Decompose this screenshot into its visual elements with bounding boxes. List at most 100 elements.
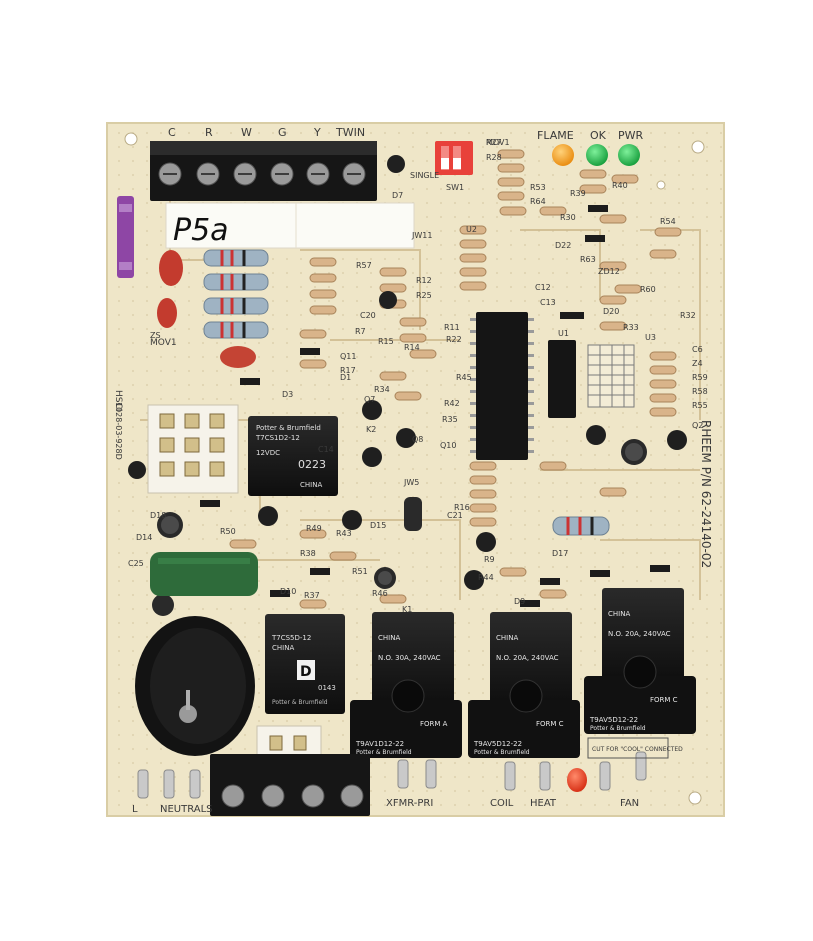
component-designator: Q8	[412, 435, 423, 444]
component-designator: Q11	[340, 352, 356, 361]
relay-k1-model: T7CS1D2-12	[255, 434, 300, 442]
component-designator: U1	[558, 329, 569, 338]
relay-k1-origin: CHINA	[300, 481, 322, 489]
relay-heat-origin: CHINA	[378, 634, 400, 642]
hsci-label: HSCI	[113, 390, 123, 411]
component-designator: C13	[540, 298, 556, 307]
led-label-ok: OK	[590, 129, 607, 142]
component-designator: C12	[535, 283, 551, 292]
status-leds	[552, 144, 640, 166]
dip-label: SINGLE	[410, 171, 439, 180]
line-terminal-block	[210, 754, 370, 816]
component-designator: R25	[416, 291, 432, 300]
component-designator: ZD12	[598, 267, 620, 276]
bottom-label-neutrals: NEUTRALS	[160, 804, 213, 815]
relay-fan-model: T9AV5D12-22	[589, 716, 638, 724]
component-designator: R43	[336, 529, 352, 538]
dip-sw-label: SW1	[446, 183, 464, 192]
component-designator: R44	[478, 573, 494, 582]
component-designator: R49	[306, 524, 322, 533]
board-code-label: 1028-03-928D	[114, 402, 123, 460]
relay-k1-rating: 12VDC	[256, 449, 280, 457]
relay-fan-brand: Potter & Brumfield	[590, 725, 646, 732]
component-designator: R17	[340, 366, 356, 375]
component-designator: R39	[570, 189, 586, 198]
component-designator: R54	[660, 217, 676, 226]
terminal-label-c: C	[168, 126, 176, 139]
terminal-label-w: W	[241, 126, 252, 139]
component-designator: R27	[486, 138, 502, 147]
component-designator: R9	[484, 555, 495, 564]
component-designator: R22	[446, 335, 462, 344]
component-designator: D17	[552, 549, 568, 558]
diodes	[200, 205, 670, 607]
relay-cool	[468, 612, 580, 758]
transistors	[258, 400, 687, 590]
component-designator: D3	[282, 390, 293, 399]
terminal-label-g: G	[278, 126, 287, 139]
relay-cool-model: T9AV5D12-22	[473, 740, 522, 748]
relay-heat-form: FORM A	[420, 720, 448, 728]
relay-small-bottom-sub: 0143	[318, 684, 336, 692]
relay-k1	[248, 416, 338, 496]
round-capacitor	[135, 616, 255, 756]
relay-k1-code: 0223	[298, 458, 326, 471]
component-designator: C6	[692, 345, 703, 354]
component-designator: R32	[680, 311, 696, 320]
component-designator: R55	[692, 401, 708, 410]
relay-fan	[584, 588, 696, 734]
relay-cool-rating: N.O. 20A, 240VAC	[496, 654, 559, 662]
relay-heat	[350, 612, 462, 758]
component-designator: D22	[555, 241, 571, 250]
microcontroller-chip	[476, 312, 528, 460]
board-handwritten-label: P5a	[173, 213, 229, 248]
relay-heat-model: T9AV1D12-22	[355, 740, 404, 748]
component-designator: JW5	[403, 478, 419, 487]
component-designator: JW11	[411, 231, 432, 240]
relay-fan-origin: CHINA	[608, 610, 630, 618]
relay-heat-rating: N.O. 30A, 240VAC	[378, 654, 441, 662]
part-number: RHEEM P/N 62-24140-02	[699, 420, 713, 568]
resistor-array	[587, 344, 635, 408]
component-designator: C20	[360, 311, 376, 320]
bottom-label-xfmr: XFMR-PRI	[386, 798, 433, 809]
relay-small-bottom-origin: CHINA	[272, 644, 294, 652]
component-designator: R35	[442, 415, 458, 424]
component-designator: R45	[456, 373, 472, 382]
terminal-label-y: Y	[313, 126, 321, 139]
component-designator: R37	[304, 591, 320, 600]
component-designator: MOV1	[486, 138, 510, 147]
component-designator: R58	[692, 387, 708, 396]
power-resistors	[203, 249, 269, 339]
component-designator: D9	[514, 597, 525, 606]
component-designator: R64	[530, 197, 546, 206]
led-label-pwr: PWR	[618, 129, 644, 142]
signal-resistors	[229, 149, 682, 609]
terminal-label-twin: TWIN	[335, 126, 365, 139]
mounting-holes	[124, 132, 705, 805]
component-designator: R38	[300, 549, 316, 558]
relay-fan-rating: N.O. 20A, 240VAC	[608, 630, 671, 638]
component-designator: R53	[530, 183, 546, 192]
component-designator: R40	[612, 181, 628, 190]
component-designator: R42	[444, 399, 460, 408]
component-designator: R59	[692, 373, 708, 382]
relay-small-bottom-brand: Potter & Brumfield	[272, 699, 328, 706]
bottom-label-coil: COIL	[490, 798, 514, 809]
component-designator: C25	[128, 559, 144, 568]
component-designator: R16	[454, 503, 470, 512]
bottom-label-l: L	[132, 804, 138, 815]
capacitors	[128, 155, 647, 616]
relay-heat-brand: Potter & Brumfield	[356, 749, 412, 756]
bottom-label-fan: FAN	[620, 798, 639, 809]
component-designator: C14	[318, 445, 334, 454]
relay-cool-brand: Potter & Brumfield	[474, 749, 530, 756]
relay-small-bottom-model: T7CS5D-12	[271, 634, 311, 642]
component-designator: D10	[280, 587, 296, 596]
component-designator: D14	[136, 533, 152, 542]
bottom-label-heat: HEAT	[530, 798, 557, 809]
component-designator: R63	[580, 255, 596, 264]
quick-connect-tabs	[137, 751, 647, 799]
